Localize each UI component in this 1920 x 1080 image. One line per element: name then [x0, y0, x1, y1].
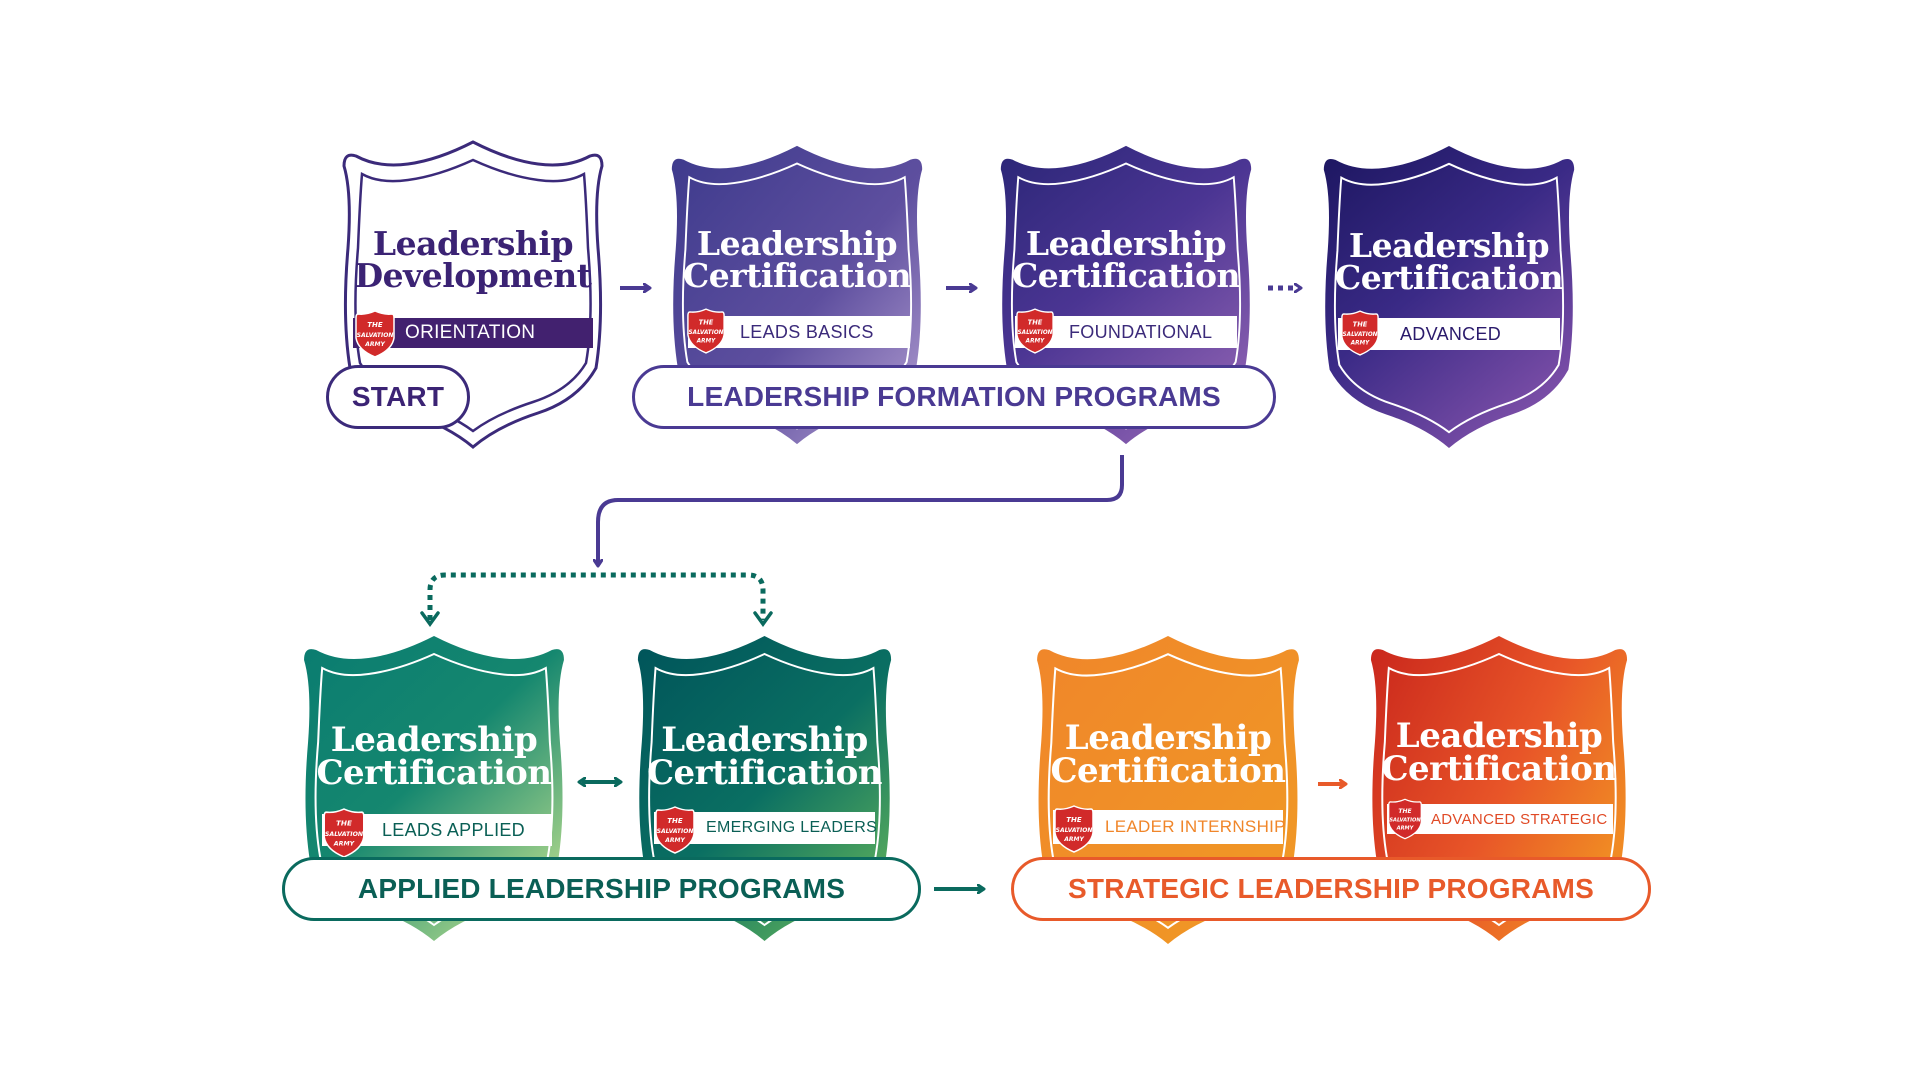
- badge-band-label: ADVANCED STRATEGIC: [1431, 810, 1608, 828]
- start-label: START: [351, 381, 445, 412]
- badge-title-line1: Leadership: [1064, 718, 1272, 758]
- badge-band-label: LEADS APPLIED: [382, 819, 525, 840]
- salvation-army-crest-icon: THE SALVATION ARMY: [654, 806, 696, 854]
- badge-title-line1: Leadership: [330, 720, 538, 760]
- badge-title-line1: Leadership: [1348, 226, 1550, 265]
- dotted-branch-to-applied-badges: [420, 572, 773, 627]
- badge-title-line2: Certification: [1335, 258, 1563, 298]
- badge-band: LEADS BASICS: [688, 316, 910, 348]
- badge-title-line2: Certification: [683, 256, 911, 296]
- svg-text:THE: THE: [367, 321, 383, 329]
- svg-text:ARMY: ARMY: [1350, 340, 1370, 346]
- badge-title-line1: Leadership: [372, 224, 574, 263]
- elbow-connector-formation-to-applied: [598, 455, 1124, 565]
- svg-text:THE: THE: [1066, 816, 1082, 824]
- svg-text:SALVATION: SALVATION: [1343, 332, 1378, 338]
- svg-text:ARMY: ARMY: [1396, 825, 1415, 831]
- badge-title-line2: Development: [354, 256, 592, 296]
- svg-text:THE: THE: [667, 817, 683, 825]
- badge-band: ADVANCED STRATEGIC: [1387, 804, 1613, 834]
- applied-leadership-programs-pill[interactable]: APPLIED LEADERSHIP PROGRAMS: [282, 857, 921, 921]
- salvation-army-crest-icon: THE SALVATION ARMY: [686, 308, 726, 354]
- salvation-army-crest-icon: THE SALVATION ARMY: [1340, 310, 1380, 356]
- badge-title-line2: Certification: [1381, 749, 1617, 790]
- badge-title-line2: Certification: [1012, 256, 1240, 296]
- badge-advanced[interactable]: Leadership Certification ADVANCED THE SAL…: [1318, 142, 1580, 452]
- svg-text:THE: THE: [1028, 318, 1043, 326]
- group-label: APPLIED LEADERSHIP PROGRAMS: [357, 873, 846, 904]
- badge-title-line2: Certification: [1050, 751, 1286, 792]
- badge-band-label: LEADER INTERNSHIP: [1105, 817, 1286, 836]
- start-pill[interactable]: START: [326, 365, 470, 429]
- svg-text:SALVATION: SALVATION: [689, 330, 724, 336]
- salvation-army-crest-icon: THE SALVATION ARMY: [1053, 804, 1095, 854]
- svg-text:SALVATION: SALVATION: [325, 831, 364, 838]
- badge-title-line1: Leadership: [1395, 716, 1603, 756]
- group-label: STRATEGIC LEADERSHIP PROGRAMS: [1068, 873, 1594, 904]
- svg-text:ARMY: ARMY: [333, 841, 356, 848]
- svg-text:SALVATION: SALVATION: [1056, 827, 1093, 834]
- badge-band-label: FOUNDATIONAL: [1069, 321, 1213, 342]
- badge-title-line1: Leadership: [696, 224, 898, 263]
- salvation-army-crest-icon: THE SALVATION ARMY: [322, 808, 366, 858]
- strategic-leadership-programs-pill[interactable]: STRATEGIC LEADERSHIP PROGRAMS: [1011, 857, 1651, 921]
- badge-band-label: ADVANCED: [1400, 323, 1502, 344]
- svg-text:ARMY: ARMY: [664, 837, 685, 844]
- leadership-formation-programs-pill[interactable]: LEADERSHIP FORMATION PROGRAMS: [632, 365, 1276, 429]
- badge-title-line1: Leadership: [661, 720, 868, 760]
- badge-title-line2: Certification: [316, 753, 552, 794]
- badge-band-label: EMERGING LEADERS: [706, 819, 878, 836]
- svg-text:THE: THE: [699, 318, 714, 326]
- badge-title-line1: Leadership: [1025, 224, 1227, 263]
- badge-band-label: LEADS BASICS: [740, 321, 874, 342]
- shield-icon: [1323, 145, 1575, 449]
- salvation-army-crest-icon: THE SALVATION ARMY: [354, 310, 396, 358]
- svg-text:SALVATION: SALVATION: [1389, 818, 1421, 824]
- svg-text:ARMY: ARMY: [696, 338, 716, 344]
- svg-text:SALVATION: SALVATION: [357, 332, 394, 339]
- svg-text:SALVATION: SALVATION: [657, 828, 694, 835]
- group-label: LEADERSHIP FORMATION PROGRAMS: [687, 381, 1221, 412]
- svg-text:THE: THE: [1398, 808, 1412, 815]
- badge-title-line2: Certification: [646, 753, 883, 794]
- svg-text:THE: THE: [336, 819, 352, 828]
- badge-band-label: ORIENTATION: [405, 322, 536, 343]
- svg-text:ARMY: ARMY: [364, 341, 385, 348]
- salvation-army-crest-icon: THE SALVATION ARMY: [1015, 308, 1055, 354]
- svg-text:ARMY: ARMY: [1025, 338, 1045, 344]
- svg-text:THE: THE: [1353, 320, 1368, 328]
- svg-text:ARMY: ARMY: [1063, 836, 1084, 843]
- svg-text:SALVATION: SALVATION: [1018, 330, 1053, 336]
